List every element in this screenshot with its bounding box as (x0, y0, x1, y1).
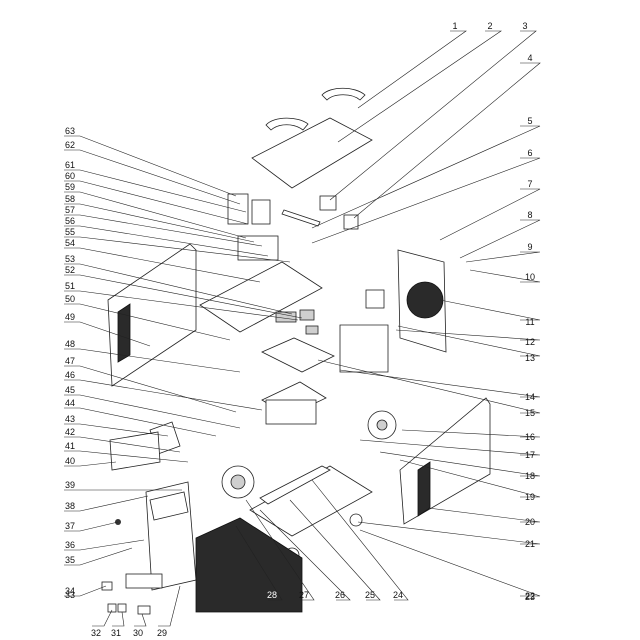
callout-52: 52 (65, 265, 75, 275)
callout-10: 10 (525, 272, 535, 282)
callout-9: 9 (527, 242, 532, 252)
callout-21: 21 (525, 539, 535, 549)
callout-16: 16 (525, 432, 535, 442)
callout-53: 53 (65, 254, 75, 264)
callout-33: 33 (65, 590, 75, 600)
callout-59: 59 (65, 182, 75, 192)
callout-43: 43 (65, 414, 75, 424)
callout-62: 62 (65, 140, 75, 150)
callout-7: 7 (527, 179, 532, 189)
callout-31: 31 (111, 628, 121, 638)
callout-60: 60 (65, 171, 75, 181)
callout-4: 4 (527, 53, 532, 63)
callout-50: 50 (65, 294, 75, 304)
callout-3: 3 (522, 21, 527, 31)
callout-54: 54 (65, 238, 75, 248)
callout-27: 27 (299, 590, 309, 600)
callout-37: 37 (65, 521, 75, 531)
callout-17: 17 (525, 450, 535, 460)
callout-45: 45 (65, 385, 75, 395)
callout-25: 25 (365, 590, 375, 600)
callout-36: 36 (65, 540, 75, 550)
callout-41: 41 (65, 441, 75, 451)
callout-19: 19 (525, 492, 535, 502)
callout-15: 15 (525, 408, 535, 418)
callout-1: 1 (452, 21, 457, 31)
leader-lines (64, 30, 541, 627)
callout-8: 8 (527, 210, 532, 220)
callout-14: 14 (525, 392, 535, 402)
callout-44: 44 (65, 398, 75, 408)
callout-2: 2 (487, 21, 492, 31)
callout-61: 61 (65, 160, 75, 170)
callout-56: 56 (65, 216, 75, 226)
callout-26: 26 (335, 590, 345, 600)
callout-46: 46 (65, 370, 75, 380)
dark-wedge (195, 517, 303, 613)
callout-47: 47 (65, 356, 75, 366)
parts-drawing (101, 87, 491, 615)
callout-28: 28 (267, 590, 277, 600)
callout-58: 58 (65, 194, 75, 204)
callout-30: 30 (133, 628, 143, 638)
callout-29: 29 (157, 628, 167, 638)
callout-48: 48 (65, 339, 75, 349)
callout-5: 5 (527, 116, 532, 126)
callout-57: 57 (65, 205, 75, 215)
callout-34: 34 (65, 586, 75, 596)
callout-24: 24 (393, 590, 403, 600)
callout-42: 42 (65, 427, 75, 437)
callout-35: 35 (65, 555, 75, 565)
callout-39: 39 (65, 480, 75, 490)
callout-38: 38 (65, 501, 75, 511)
callout-20: 20 (525, 517, 535, 527)
callout-63: 63 (65, 126, 75, 136)
callout-32: 32 (91, 628, 101, 638)
callout-22: 22 (525, 591, 535, 601)
callout-13: 13 (525, 353, 535, 363)
callout-55: 55 (65, 227, 75, 237)
callout-12: 12 (525, 337, 535, 347)
callout-11: 11 (525, 317, 534, 327)
callout-51: 51 (65, 281, 75, 291)
callout-6: 6 (527, 148, 532, 158)
callout-49: 49 (65, 312, 75, 322)
callout-numbers: 6362616059585756555453525150494847464544… (65, 21, 535, 638)
callout-23: 23 (525, 592, 535, 602)
callout-40: 40 (65, 456, 75, 466)
callout-18: 18 (525, 471, 535, 481)
